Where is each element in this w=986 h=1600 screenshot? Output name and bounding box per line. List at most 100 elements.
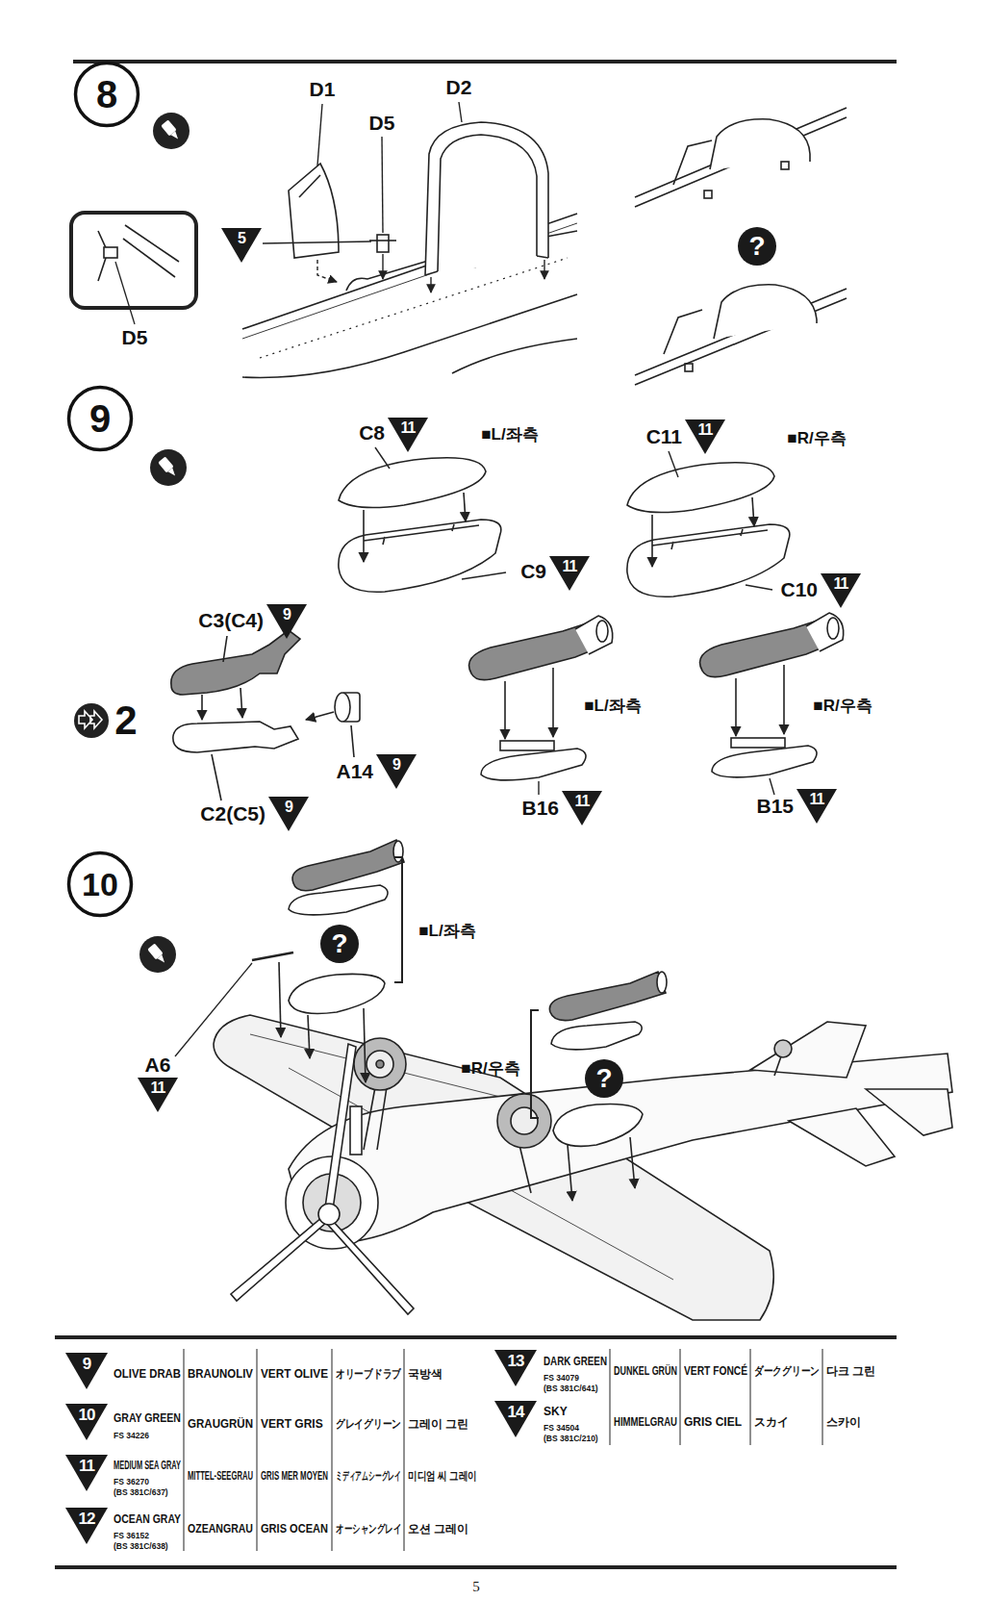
side-label: ■R/우측 bbox=[786, 429, 846, 449]
option-parts bbox=[288, 884, 388, 915]
color-code-text: 14 bbox=[507, 1402, 525, 1422]
color-code-text: 10 bbox=[78, 1405, 96, 1425]
leader-line bbox=[375, 447, 390, 469]
color-name: OZEANGRAU bbox=[187, 1522, 253, 1536]
color-code: 14 bbox=[494, 1400, 537, 1438]
aircraft-drawing bbox=[497, 1093, 552, 1148]
bomb-parts bbox=[700, 612, 844, 778]
paint-code: 11 bbox=[137, 1077, 178, 1113]
color-name-holder: 오션 그레이 bbox=[407, 1518, 469, 1537]
paint-code-text: 9 bbox=[284, 798, 293, 816]
color-name: 그레이 그린 bbox=[407, 1417, 469, 1431]
color-name: SKY bbox=[543, 1405, 568, 1418]
paint-code-shape bbox=[137, 1077, 178, 1113]
part-number: D5 bbox=[122, 326, 149, 349]
side-label-holder: ■L/좌측 bbox=[583, 697, 641, 716]
leader-line bbox=[381, 136, 383, 233]
color-name: GRIS CIEL bbox=[683, 1415, 742, 1429]
color-code: 11 bbox=[65, 1454, 108, 1492]
color-spec-holder: FS 34504 bbox=[543, 1416, 580, 1435]
side-label-holder: ■L/좌측 bbox=[418, 922, 476, 941]
part-number: A14 bbox=[335, 759, 374, 783]
option-parts bbox=[630, 1137, 635, 1189]
color-name-holder: グレイグリーン bbox=[335, 1414, 417, 1432]
color-code-text: 9 bbox=[82, 1354, 91, 1374]
wing-pod-parts bbox=[338, 457, 790, 598]
side-label-holder: ■R/우측 bbox=[812, 697, 872, 716]
leader-line bbox=[429, 277, 431, 293]
color-name: GRAY GREEN bbox=[113, 1412, 181, 1425]
color-name: VERT GRIS bbox=[260, 1417, 324, 1431]
color-name-holder: GRAUGRÜN bbox=[187, 1414, 256, 1432]
part-number-holder: B16 bbox=[521, 796, 559, 819]
part-number-holder: C11 bbox=[646, 425, 683, 448]
leader-line bbox=[381, 253, 383, 279]
paint-code-shape bbox=[387, 417, 429, 453]
part-number: A6 bbox=[145, 1053, 172, 1076]
fuselage-drawing bbox=[259, 257, 568, 358]
color-code: 10 bbox=[65, 1403, 108, 1441]
option-parts bbox=[288, 973, 385, 1013]
paint-code: 11 bbox=[820, 573, 861, 608]
color-name-holder: SKY bbox=[543, 1401, 568, 1419]
color-name-holder: GRIS CIEL bbox=[683, 1412, 742, 1430]
option-mark-text: ? bbox=[748, 230, 765, 262]
part-number-holder: C8 bbox=[358, 421, 385, 444]
color-name: 다크 그린 bbox=[826, 1365, 876, 1378]
color-spec-holder: FS 34226 bbox=[113, 1424, 150, 1442]
part-number-holder: B15 bbox=[756, 794, 794, 817]
paint-code-text: 11 bbox=[834, 575, 849, 593]
color-name-holder: OCEAN GRAY bbox=[113, 1509, 191, 1527]
wing-pod-parts bbox=[627, 462, 790, 598]
table-divider bbox=[609, 1348, 823, 1445]
detail-inset bbox=[71, 212, 197, 308]
option-parts bbox=[657, 971, 667, 993]
leader-line bbox=[537, 781, 539, 795]
paint-code: 9 bbox=[268, 796, 309, 832]
color-name: DUNKEL GRÜN bbox=[613, 1365, 678, 1378]
part-number-holder: D2 bbox=[446, 75, 473, 99]
step-number: 8 bbox=[73, 60, 141, 128]
color-name-holder: 다크 그린 bbox=[826, 1361, 876, 1379]
canopy-option-sketch bbox=[663, 309, 703, 354]
color-name-holder: OZEANGRAU bbox=[187, 1518, 262, 1537]
color-spec: (BS 381C/210) bbox=[543, 1434, 599, 1443]
side-label: ■R/우측 bbox=[812, 697, 872, 716]
option-mark-shape bbox=[320, 924, 359, 963]
step-number-shape bbox=[69, 387, 132, 451]
bomb-rack-parts bbox=[223, 635, 228, 662]
color-name: OCEAN GRAY bbox=[113, 1513, 181, 1526]
canopy-part bbox=[425, 122, 549, 276]
paint-code-text: 11 bbox=[575, 792, 590, 810]
color-name: VERT FONCÉ bbox=[683, 1365, 748, 1378]
color-name-holder: 스카이 bbox=[826, 1412, 861, 1430]
option-mark-shape bbox=[584, 1059, 624, 1098]
leader-line bbox=[769, 778, 775, 795]
canopy-part bbox=[288, 163, 339, 258]
bomb-rack-parts bbox=[351, 725, 354, 758]
paint-code: 5 bbox=[221, 227, 262, 263]
option-parts bbox=[549, 971, 666, 1021]
color-spec-holder: (BS 381C/638) bbox=[113, 1535, 169, 1553]
paint-code: 9 bbox=[266, 604, 307, 639]
paint-code: 11 bbox=[796, 788, 837, 824]
subassembly-icon bbox=[74, 703, 109, 738]
bomb-rack-parts bbox=[211, 754, 222, 801]
paint-code-text: 9 bbox=[392, 756, 401, 774]
aircraft-drawing bbox=[363, 1087, 387, 1150]
aircraft-drawing bbox=[230, 1216, 328, 1301]
part-number-holder: C10 bbox=[780, 578, 818, 601]
color-name: GRIS OCEAN bbox=[260, 1522, 329, 1536]
side-label: ■L/좌측 bbox=[583, 697, 641, 716]
color-code-text: 12 bbox=[78, 1509, 96, 1529]
subassembly-icon bbox=[74, 703, 109, 738]
option-mark: ? bbox=[320, 924, 359, 963]
option-mark-text: ? bbox=[330, 928, 348, 960]
bomb-rack-parts bbox=[334, 692, 351, 722]
canopy-part bbox=[369, 239, 397, 242]
color-name-holder: 미디엄 씨 그레이 bbox=[407, 1466, 496, 1484]
color-name: MEDIUM SEA GRAY bbox=[113, 1459, 181, 1472]
color-name-holder: VERT FONCÉ bbox=[683, 1361, 759, 1379]
canopy-part bbox=[437, 134, 537, 272]
color-code-shape bbox=[494, 1400, 537, 1438]
